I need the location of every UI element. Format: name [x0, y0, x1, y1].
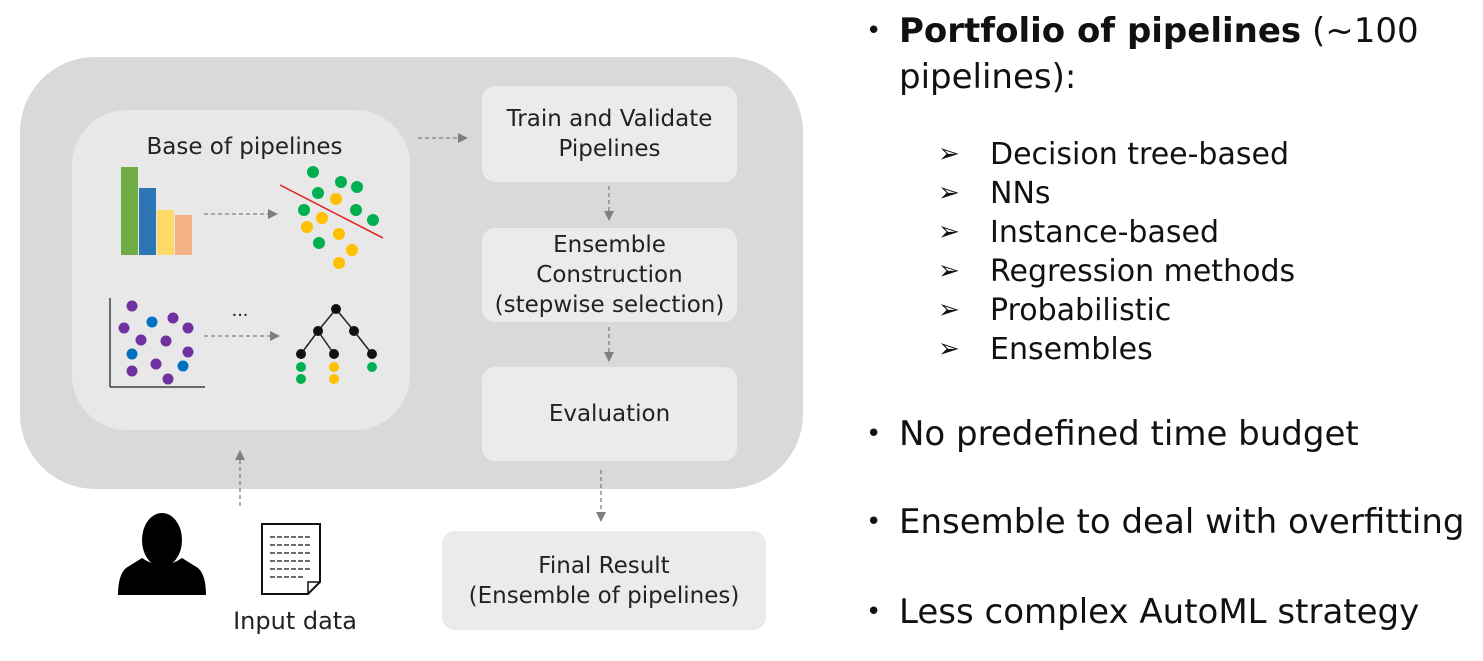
bar-chart-icon: [121, 167, 192, 255]
final-result-line1: Final Result: [538, 552, 670, 579]
ensemble-construction-line2: Construction: [536, 262, 683, 288]
arrow-bullet-icon: ➢: [938, 295, 960, 325]
arrow-bullet-icon: ➢: [938, 139, 960, 169]
final-result-line2: (Ensemble of pipelines): [468, 582, 740, 609]
arrow-bullet-icon: ➢: [938, 256, 960, 286]
portfolio-count: (~100: [1301, 11, 1419, 51]
bullet-dot: •: [866, 16, 882, 46]
evaluation-text: Evaluation: [548, 401, 671, 427]
base-of-pipelines-panel: [72, 110, 410, 430]
arrow-bullet-icon: ➢: [938, 178, 960, 208]
evaluation-box: [482, 367, 737, 461]
ensemble-construction-box: [482, 228, 737, 322]
final-result-box: [442, 531, 766, 630]
bullet-dot: •: [866, 419, 882, 449]
train-validate-box: [482, 86, 737, 182]
train-validate-label: Train and Validate Pipelines: [482, 86, 737, 182]
train-validate-line1: Train and Validate: [506, 106, 713, 132]
evaluation-label: Evaluation: [482, 367, 737, 461]
bullet-dot: •: [866, 597, 882, 627]
arrow-bullet-icon: ➢: [938, 334, 960, 364]
ellipsis-text: ...: [232, 299, 249, 321]
scatter-split-icon: [279, 166, 384, 269]
user-icon: [118, 513, 206, 595]
document-icon: [261, 523, 321, 595]
pipeline-diagram: ...: [20, 57, 803, 630]
decision-tree-icon: [296, 304, 377, 384]
bullet-dot: •: [866, 507, 882, 537]
train-validate-line2: Pipelines: [558, 136, 661, 162]
ensemble-construction-line3: (stepwise selection): [494, 292, 725, 318]
ensemble-construction-label: Ensemble Construction (stepwise selectio…: [482, 228, 737, 322]
input-data-label: Input data: [233, 607, 357, 635]
ensemble-construction-line1: Ensemble: [553, 232, 666, 258]
arrow-bullet-icon: ➢: [938, 217, 960, 247]
final-result-label: Final Result (Ensemble of pipelines): [442, 531, 766, 630]
base-of-pipelines-title: Base of pipelines: [146, 134, 343, 160]
scatter-plot-icon: [109, 298, 205, 388]
portfolio-title: Portfolio of pipelines: [899, 11, 1302, 51]
